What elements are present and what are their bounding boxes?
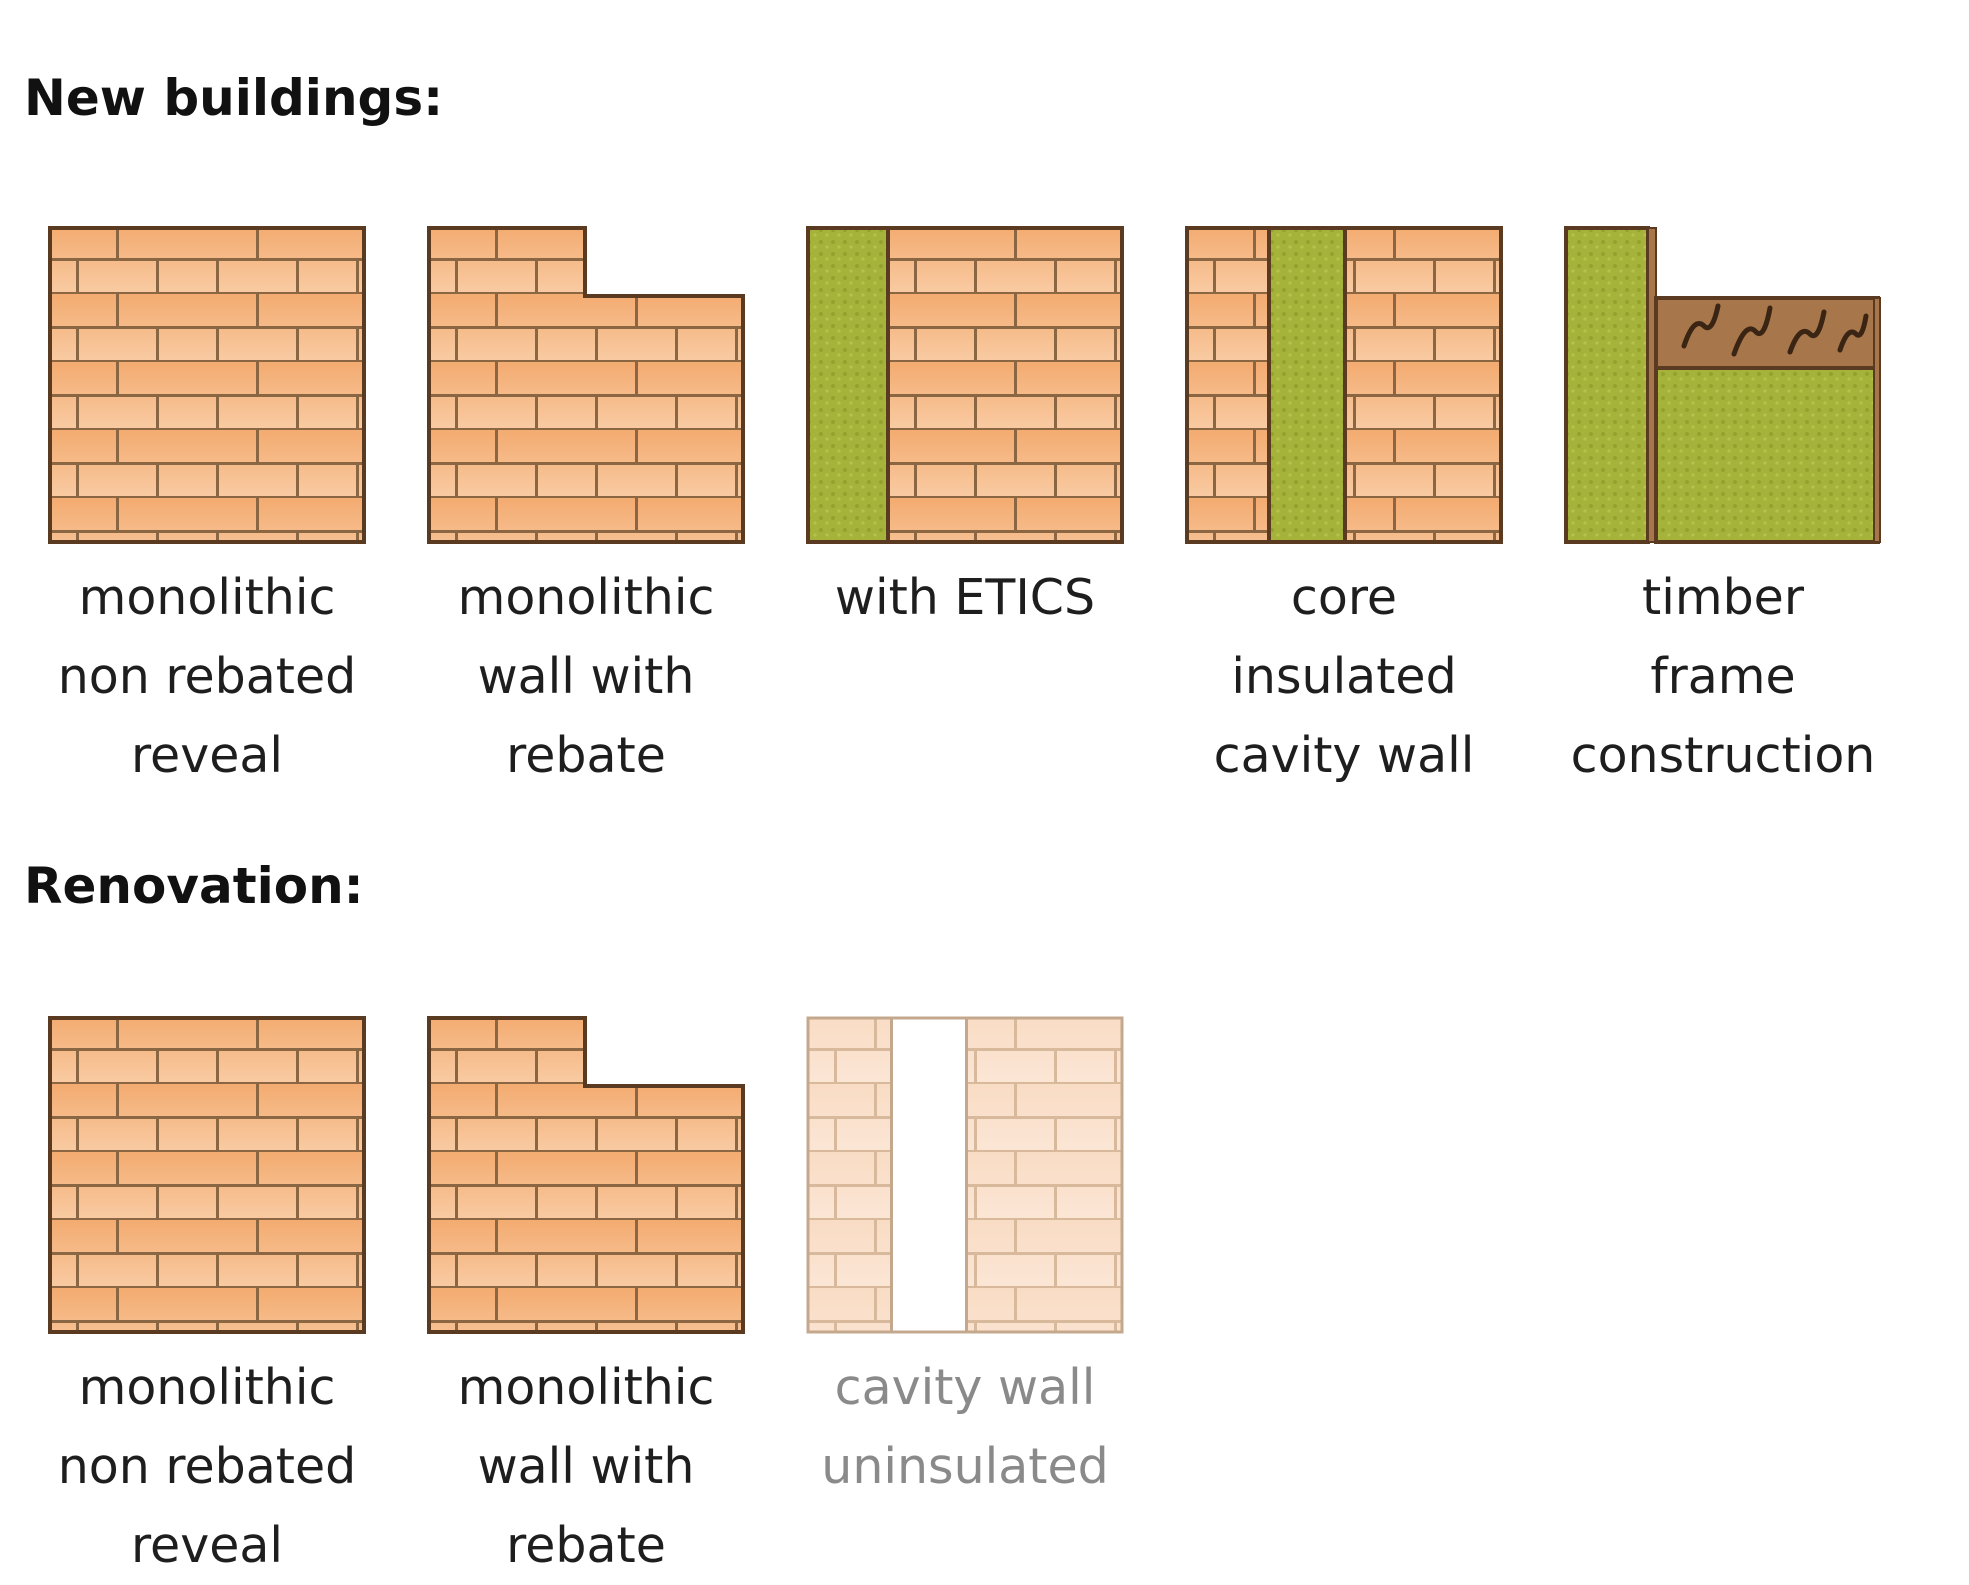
option-etics[interactable]: with ETICS [772,226,1124,637]
cavity-wall-uninsulated-icon [806,1016,1124,1334]
brick-wall-rebate-icon [427,226,745,544]
brick-wall-full-icon [48,226,366,544]
option-reno-monolithic-non-rebated[interactable]: monolithic non rebated reveal [14,1016,366,1585]
option-timber-frame[interactable]: timber frame construction [1530,226,1881,795]
brick-wall-etics-icon [806,226,1124,544]
option-core-insulated[interactable]: core insulated cavity wall [1151,226,1503,795]
brick-wall-rebate-icon [427,1016,745,1334]
option-label: with ETICS [834,569,1096,626]
option-reno-cavity-uninsulated: cavity wall uninsulated [772,1016,1124,1506]
option-label: monolithic wall with rebate [457,1359,715,1574]
option-label: core insulated cavity wall [1213,569,1475,784]
renovation-title: Renovation: [24,857,364,915]
brick-wall-full-icon [48,1016,366,1334]
option-label: monolithic non rebated reveal [57,569,357,784]
option-monolithic-non-rebated[interactable]: monolithic non rebated reveal [14,226,366,795]
option-label: timber frame construction [1570,569,1876,784]
cavity-wall-insulated-icon [1185,226,1503,544]
option-monolithic-rebate[interactable]: monolithic wall with rebate [393,226,745,795]
option-label: monolithic wall with rebate [457,569,715,784]
new-buildings-title: New buildings: [24,69,444,127]
option-label: cavity wall uninsulated [821,1359,1109,1495]
timber-frame-icon [1564,226,1881,544]
option-label: monolithic non rebated reveal [57,1359,357,1574]
option-reno-monolithic-rebate[interactable]: monolithic wall with rebate [393,1016,745,1585]
